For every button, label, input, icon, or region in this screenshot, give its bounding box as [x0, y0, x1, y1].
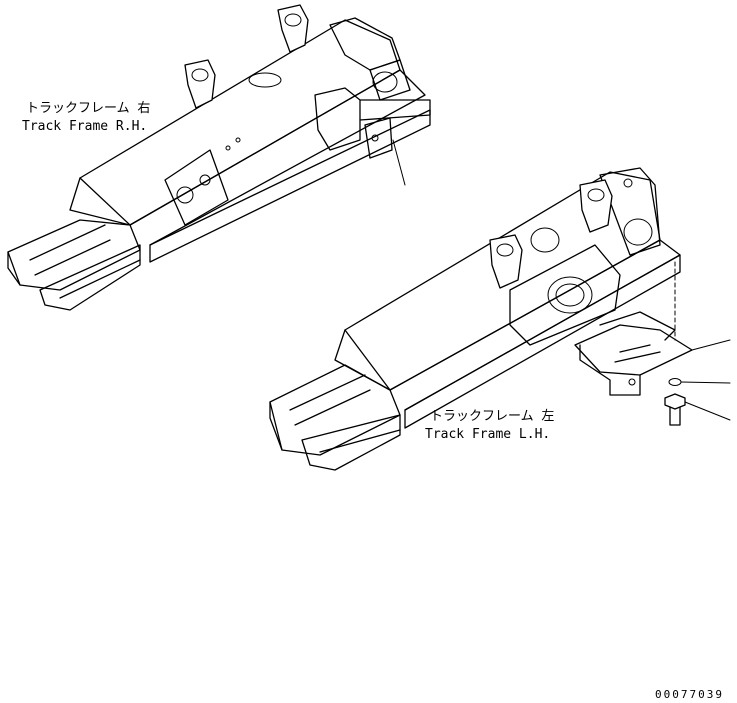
washer-icon [668, 378, 682, 386]
left-frame-label-en: Track Frame L.H. [425, 427, 550, 442]
left-frame-label-jp: トラックフレーム 左 [430, 409, 554, 424]
right-frame-label-jp: トラックフレーム 右 [26, 101, 150, 116]
document-number: 00077039 [655, 688, 724, 701]
right-frame-label-en: Track Frame R.H. [22, 119, 147, 134]
bolt-icon [664, 393, 686, 426]
track-frame-right [7, 4, 431, 311]
mounting-bracket-assembly [574, 261, 731, 426]
track-frame-left [269, 167, 681, 471]
